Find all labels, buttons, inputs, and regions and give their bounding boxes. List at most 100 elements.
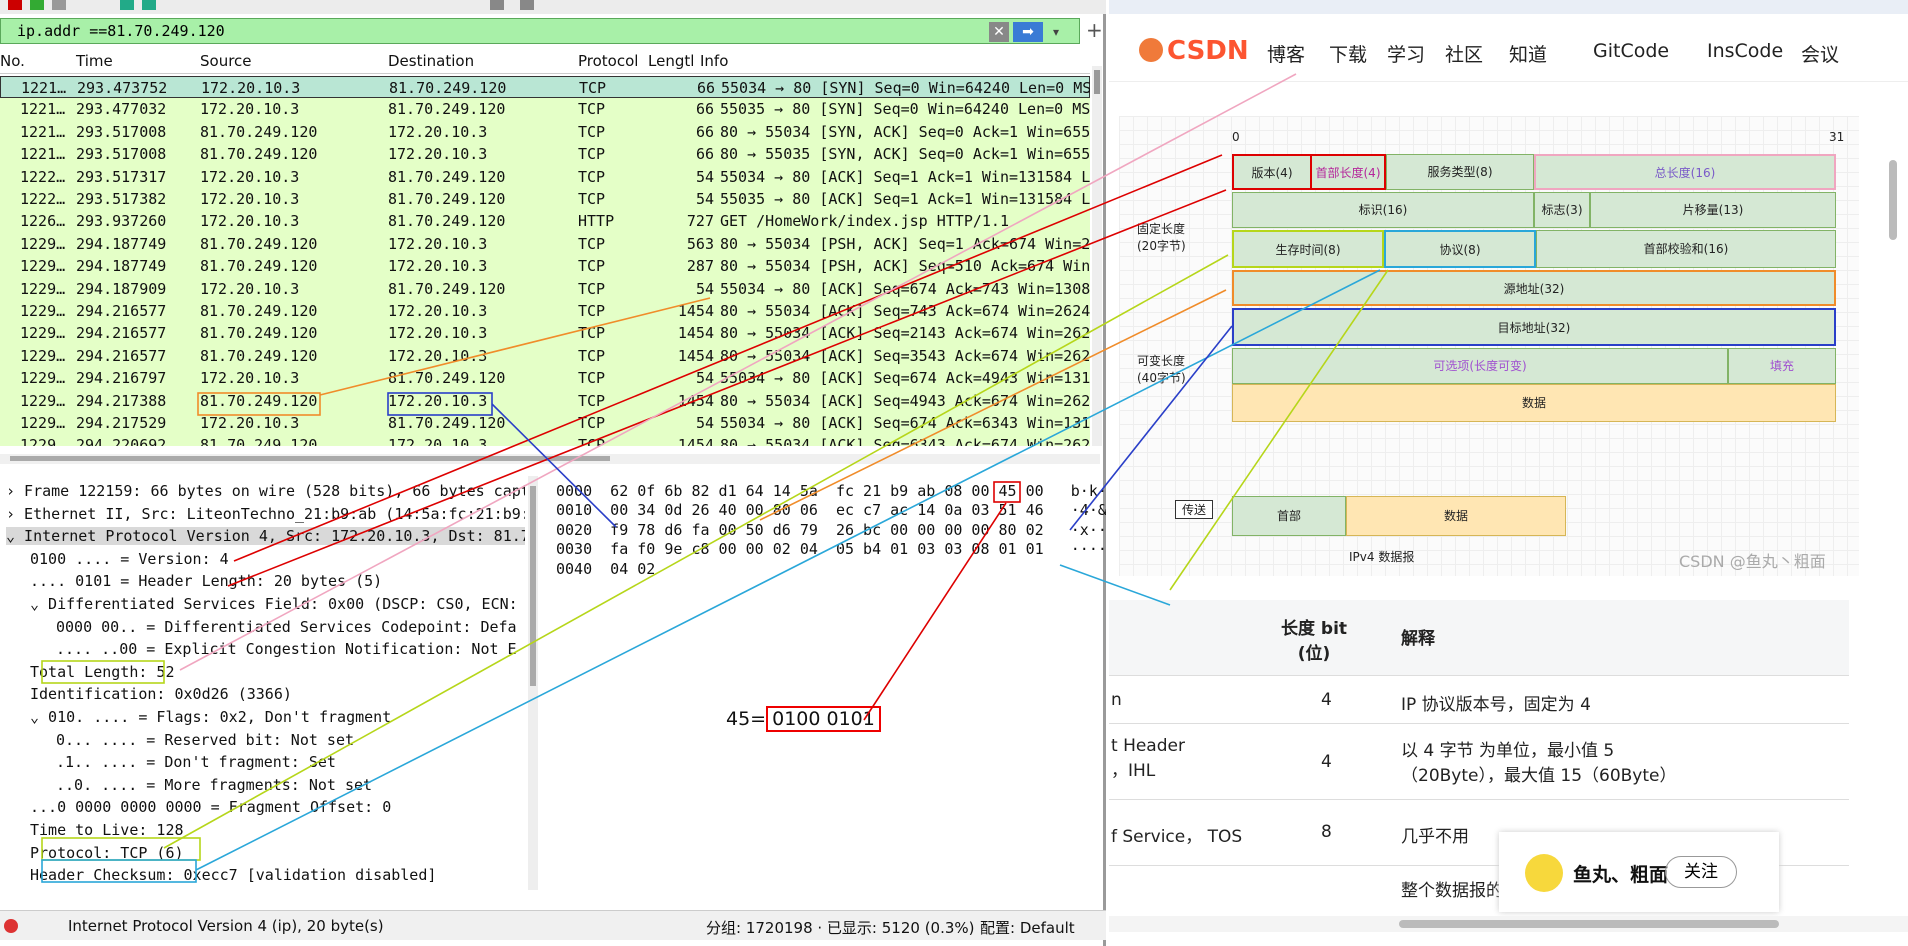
go-back-icon[interactable] bbox=[120, 0, 134, 10]
hex-row[interactable]: 0010 00 34 0d 26 40 00 80 06 ec c7 ac 14… bbox=[556, 501, 1106, 520]
hex-row[interactable]: 0030 fa f0 9e c8 00 00 02 04 05 b4 01 03… bbox=[556, 540, 1106, 559]
tree-item[interactable]: ⌄ Differentiated Services Field: 0x00 (D… bbox=[30, 595, 525, 613]
col-protocol[interactable]: Protocol bbox=[578, 52, 639, 70]
table-cell: 81.70.249.120 bbox=[388, 167, 506, 186]
table-cell: TCP bbox=[579, 79, 607, 97]
tree-item[interactable]: ⌄ 010. .... = Flags: 0x2, Don't fragment bbox=[30, 708, 392, 726]
browser-vscrollbar[interactable] bbox=[1885, 80, 1901, 910]
tree-item[interactable]: .1.. .... = Don't fragment: Set bbox=[56, 753, 336, 772]
table-cell: 81.70.249.120 bbox=[388, 190, 506, 208]
table-cell: TCP bbox=[578, 190, 606, 208]
filter-dropdown-icon[interactable]: ▾ bbox=[1052, 25, 1060, 39]
nav-download[interactable]: 下载 bbox=[1329, 44, 1368, 66]
tree-item[interactable]: Total Length: 52 bbox=[30, 662, 175, 681]
tree-item[interactable]: › Frame 122159: 66 bytes on wire (528 bi… bbox=[6, 482, 525, 500]
zoom-out-icon[interactable] bbox=[520, 0, 534, 10]
author-avatar[interactable] bbox=[1525, 854, 1563, 892]
nav-inscode[interactable]: InsCode bbox=[1707, 40, 1784, 62]
table-cell: 172.20.10.3 bbox=[388, 324, 488, 343]
nav-gitcode[interactable]: GitCode bbox=[1593, 40, 1670, 62]
browser-hscrollbar[interactable] bbox=[1109, 916, 1908, 932]
tree-item[interactable]: ⌄ Internet Protocol Version 4, Src: 172.… bbox=[6, 527, 525, 546]
table-cell: 172.20.10.3 bbox=[388, 346, 488, 365]
tree-item[interactable]: .... 0101 = Header Length: 20 bytes (5) bbox=[30, 572, 383, 591]
details-scrollbar[interactable] bbox=[528, 476, 538, 890]
table-cell: 54 bbox=[695, 279, 714, 298]
col-time[interactable]: Time bbox=[76, 52, 113, 70]
profile-label[interactable]: 配置: Default bbox=[980, 919, 1075, 937]
apply-filter-icon[interactable]: ➡ bbox=[1013, 22, 1043, 42]
tree-item[interactable]: 0... .... = Reserved bit: Not set bbox=[56, 730, 355, 749]
tree-item[interactable]: Protocol: TCP (6) bbox=[30, 843, 184, 862]
clear-filter-icon[interactable]: ✕ bbox=[989, 22, 1009, 42]
col-destination[interactable]: Destination bbox=[388, 52, 475, 70]
tree-item[interactable]: Identification: 0x0d26 (3366) bbox=[30, 685, 292, 704]
csdn-logo[interactable]: CSDN bbox=[1139, 36, 1249, 66]
tree-item[interactable]: Header Checksum: 0xecc7 [validation disa… bbox=[30, 866, 437, 885]
hex-row[interactable]: 0000 62 0f 6b 82 d1 64 14 5a fc 21 b9 ab… bbox=[556, 482, 1106, 500]
packet-list-scrollbar[interactable] bbox=[1092, 66, 1102, 446]
table-row-bits: 8 bbox=[1321, 822, 1332, 842]
tree-item[interactable]: ..0. .... = More fragments: Not set bbox=[56, 775, 373, 794]
table-cell: 172.20.10.3 bbox=[388, 391, 488, 410]
col-no[interactable]: No. bbox=[0, 52, 25, 70]
col-source[interactable]: Source bbox=[200, 52, 252, 70]
table-cell: 1454 bbox=[677, 436, 714, 446]
go-forward-icon[interactable] bbox=[142, 0, 156, 10]
nav-meeting[interactable]: 会议 bbox=[1801, 44, 1840, 66]
nav-community[interactable]: 社区 bbox=[1445, 44, 1484, 66]
send-label: 传送 bbox=[1175, 500, 1214, 519]
table-cell: 1229… bbox=[20, 391, 66, 410]
add-filter-icon[interactable]: + bbox=[1086, 18, 1103, 42]
table-cell: 294.217388 bbox=[76, 391, 167, 410]
capture-status-icon[interactable] bbox=[4, 919, 18, 933]
options-icon[interactable] bbox=[52, 0, 66, 10]
follow-button[interactable]: 关注 bbox=[1665, 856, 1737, 888]
table-cell: 1221… bbox=[21, 79, 67, 97]
tree-item[interactable]: .... ..00 = Explicit Congestion Notifica… bbox=[56, 640, 517, 659]
nav-zhidao[interactable]: 知道 bbox=[1509, 44, 1548, 66]
packet-list-header: No. Time Source Destination Protocol Len… bbox=[0, 48, 1090, 74]
hex-row[interactable]: 0020 f9 78 d6 fa 00 50 d6 79 26 bc 00 00… bbox=[556, 520, 1106, 539]
display-filter-input[interactable]: ip.addr ==81.70.249.120 bbox=[17, 22, 225, 40]
tree-item[interactable]: 0000 00.. = Differentiated Services Code… bbox=[56, 617, 517, 636]
display-filter-bar[interactable]: ip.addr ==81.70.249.120 ✕ ➡ ▾ bbox=[0, 18, 1080, 44]
hex-row[interactable]: 0040 04 02 bbox=[556, 559, 683, 578]
tree-item[interactable]: › Ethernet II, Src: LiteonTechno_21:b9:a… bbox=[6, 504, 525, 523]
table-cell: 1229… bbox=[20, 324, 66, 343]
col-info[interactable]: Info bbox=[700, 52, 729, 70]
nav-learn[interactable]: 学习 bbox=[1387, 44, 1426, 66]
restart-capture-icon[interactable] bbox=[30, 0, 44, 10]
table-cell: 81.70.249.120 bbox=[200, 346, 318, 365]
tree-item[interactable]: 0100 .... = Version: 4 bbox=[30, 549, 229, 568]
author-name[interactable]: 鱼丸、粗面 bbox=[1573, 864, 1669, 886]
stop-capture-icon[interactable] bbox=[8, 0, 22, 10]
tree-item[interactable]: ...0 0000 0000 0000 = Fragment Offset: 0 bbox=[30, 798, 392, 817]
tree-item[interactable]: Time to Live: 128 bbox=[30, 821, 184, 839]
nav-blog[interactable]: 博客 bbox=[1267, 44, 1306, 66]
cell-protocol: 协议(8) bbox=[1384, 230, 1536, 268]
zoom-in-icon[interactable] bbox=[490, 0, 504, 10]
table-cell: 294.216577 bbox=[76, 302, 167, 320]
table-cell: 54 bbox=[695, 369, 714, 388]
packet-list-hscrollbar[interactable] bbox=[0, 454, 1100, 464]
table-row-bits: 4 bbox=[1321, 752, 1332, 772]
col-length[interactable]: Lengtl bbox=[648, 52, 695, 70]
